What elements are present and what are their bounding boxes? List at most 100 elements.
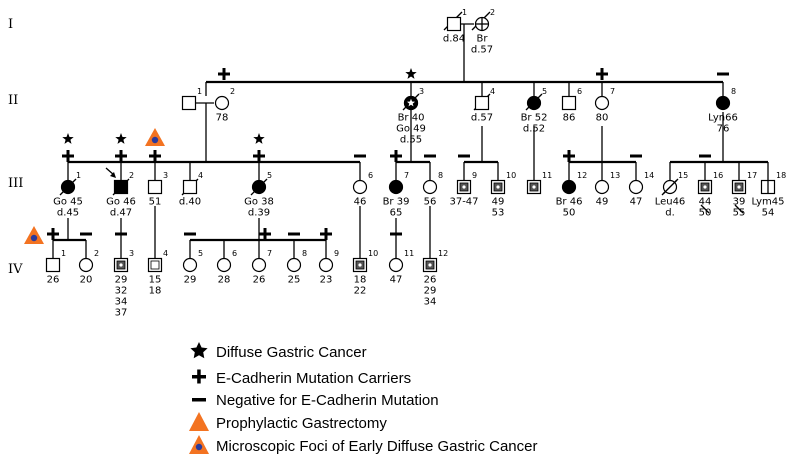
minus-icon [458,154,470,158]
female-symbol [715,95,731,111]
minus-icon [192,398,206,402]
individual-label: 37-47 [449,197,478,208]
individual-III-1 [60,179,76,195]
male-symbol [113,179,129,195]
individual-label: d.84 [443,34,465,45]
individual-label: d.52 [523,124,545,135]
female-symbol [182,257,198,273]
plus-icon [149,150,161,162]
individual-III-13 [594,179,610,195]
triangle-dot-icon [24,226,44,244]
individual-label: 46 [354,197,367,208]
individual-label: 54 [762,208,775,219]
individual-II-3 [403,95,419,111]
female-symbol [216,257,232,273]
individual-III-2 [113,179,129,195]
individual-II-4 [474,95,490,111]
individual-label: d. [665,208,675,219]
individual-number: 2 [129,171,134,180]
individual-label: Br 52 [521,113,548,124]
legend-label: Microscopic Foci of Early Diffuse Gastri… [216,438,537,455]
star-icon [115,133,127,144]
individual-III-8 [422,179,438,195]
individual-number: 4 [198,171,203,180]
individual-label: 55 [733,208,746,219]
individual-IV-3 [113,257,129,273]
individual-label: 20 [80,275,93,286]
individual-number: 9 [472,171,477,180]
minus-icon [184,232,196,236]
legend-label: Prophylactic Gastrectomy [216,415,387,432]
individual-label: Go 45 [53,197,83,208]
legend-item-minus: Negative for E-Cadherin Mutation [192,392,439,409]
individual-label: 29 [424,286,437,297]
individual-IV-11 [388,257,404,273]
male-symbol [45,257,61,273]
individual-label: 15 [149,275,162,286]
male-symbol [561,95,577,111]
individual-number: 7 [404,171,409,180]
legend-label: E-Cadherin Mutation Carriers [216,370,411,387]
individual-III-10 [490,179,506,195]
individual-IV-7 [251,257,267,273]
individual-III-7 [388,179,404,195]
individual-label: 50 [699,208,712,219]
individual-number: 11 [542,171,552,180]
individual-III-6 [352,179,368,195]
individual-label: 49 [492,197,505,208]
individual-label: d.55 [400,135,422,146]
individual-II-7 [594,95,610,111]
female-symbol [422,179,438,195]
minus-icon [390,232,402,236]
star-icon [405,68,417,79]
generation-label-IV: IV [8,262,23,277]
individual-III-16 [697,179,713,195]
individual-label: Lym45 [751,197,784,208]
individual-label: 39 [733,197,746,208]
individual-II-8 [715,95,731,111]
plus-icon [115,150,127,162]
individual-number: 9 [334,249,339,258]
individual-label: 47 [390,275,403,286]
individual-number: 8 [438,171,443,180]
individual-number: 12 [438,249,448,258]
minus-icon [115,232,127,236]
individual-label: 65 [390,208,403,219]
individual-I-2 [474,16,490,32]
legend-item-triangle-dot: Microscopic Foci of Early Diffuse Gastri… [189,435,537,455]
individual-label: Go 49 [396,124,426,135]
individual-number: 4 [163,249,168,258]
individual-number: 5 [267,171,272,180]
individual-IV-1 [45,257,61,273]
individual-number: 5 [542,87,547,96]
individual-label: 18 [149,286,162,297]
legend: Diffuse Gastric Cancer E-Cadherin Mutati… [189,342,537,455]
star-icon [253,133,265,144]
triangle-icon [189,412,209,431]
minus-icon [354,154,366,158]
individual-label: 34 [424,297,437,308]
minus-icon [80,232,92,236]
individual-label: 86 [563,113,576,124]
individual-label: 29 [115,275,128,286]
individual-label: 18 [354,275,367,286]
individual-number: 10 [368,249,378,258]
individual-label: 26 [253,275,266,286]
individual-label: 32 [115,286,128,297]
individual-number: 1 [462,8,467,17]
individual-label: Lyn66 [708,113,738,124]
individual-label: d.45 [57,208,79,219]
plus-icon [192,369,206,384]
female-symbol [251,257,267,273]
individual-number: 14 [644,171,654,180]
generation-label-I: I [8,17,13,32]
individual-number: 8 [731,87,736,96]
individual-label: 47 [630,197,643,208]
individual-II-5 [526,95,542,111]
individual-label: 28 [218,275,231,286]
individual-number: 1 [76,171,81,180]
legend-item-triangle: Prophylactic Gastrectomy [189,412,387,432]
pedigree-markers [24,68,729,244]
individual-IV-10 [352,257,368,273]
